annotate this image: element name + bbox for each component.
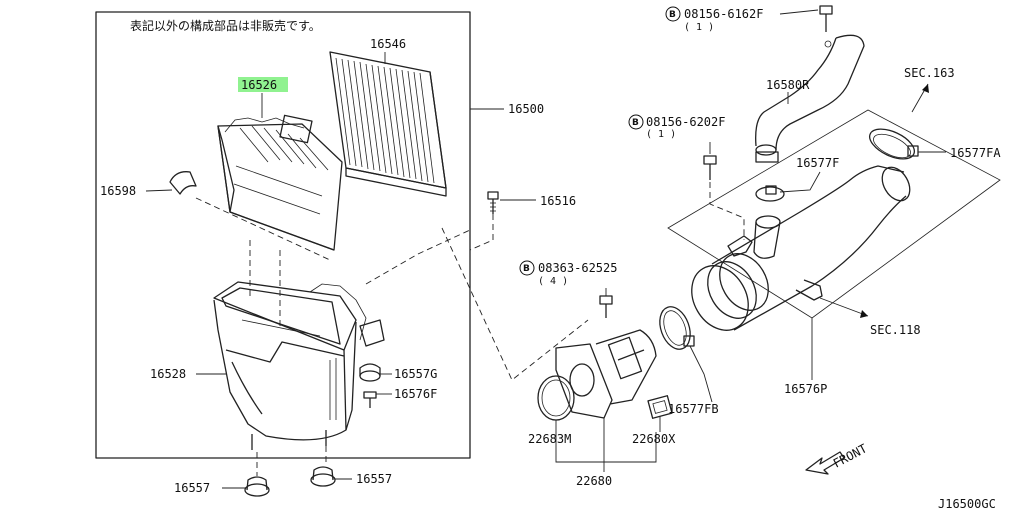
clamp-16577f[interactable] — [755, 185, 785, 202]
label-16516: 16516 — [540, 194, 576, 208]
label-22683m: 22683M — [528, 432, 571, 446]
label-22680: 22680 — [576, 474, 612, 488]
hose-16580r[interactable] — [755, 34, 865, 163]
grommet-16557-right[interactable] — [310, 466, 336, 487]
label-sec118: SEC.118 — [870, 323, 921, 337]
resonator-pipe[interactable] — [727, 215, 781, 259]
bolt-16576f[interactable] — [363, 391, 377, 408]
label-16577fa: 16577FA — [950, 146, 1001, 160]
svg-text:B: B — [632, 118, 639, 128]
label-08156-6202f: 08156-6202F — [646, 115, 725, 129]
highlight-16526 — [238, 77, 288, 92]
assembly-frame — [95, 11, 471, 459]
connector-22680x[interactable] — [647, 395, 673, 419]
drawing-code: J16500GC — [938, 497, 996, 511]
assembly-note: 表記以外の構成部品は非販売です。 — [130, 18, 321, 33]
bolt-08156-6162f[interactable] — [819, 5, 833, 48]
bolt-08156-6202f[interactable] — [703, 155, 717, 180]
label-16576p: 16576P — [784, 382, 827, 396]
bolt-symbol-2 — [628, 114, 644, 130]
label-16598: 16598 — [100, 184, 136, 198]
label-16557-right: 16557 — [356, 472, 392, 486]
grommet-16557g[interactable] — [359, 363, 381, 382]
air-cleaner-case[interactable] — [213, 281, 385, 450]
clamp-16577fa[interactable] — [865, 123, 919, 165]
label-16580r: 16580R — [766, 78, 810, 92]
label-16528: 16528 — [150, 367, 186, 381]
front-arrow — [805, 451, 845, 475]
label-16557-left: 16557 — [174, 481, 210, 495]
label-16526: 16526 — [241, 78, 277, 92]
filter-element[interactable] — [329, 51, 447, 197]
label-08363: 08363-62525 — [538, 261, 617, 275]
label-16577f: 16577F — [796, 156, 839, 170]
label-16546: 16546 — [370, 37, 406, 51]
bolt-symbol-3 — [519, 260, 535, 276]
label-16577fb: 16577FB — [668, 402, 719, 416]
label-22680x: 22680X — [632, 432, 676, 446]
label-sec163: SEC.163 — [904, 66, 955, 80]
label-16557g: 16557G — [394, 367, 437, 381]
label-16500: 16500 — [508, 102, 544, 116]
label-08156-6162f: 08156-6162F — [684, 7, 763, 21]
mass-air-flow-sensor[interactable] — [555, 329, 657, 419]
bolt-08363[interactable] — [599, 295, 613, 318]
air-duct-16576p[interactable] — [667, 109, 1001, 340]
clamp-16577fb[interactable] — [654, 303, 695, 354]
svg-text:B: B — [523, 264, 530, 274]
qty-08156-6162f: ( 1 ) — [684, 22, 714, 33]
svg-text:B: B — [669, 10, 676, 20]
qty-08363: ( 4 ) — [538, 276, 568, 287]
air-cleaner-cover[interactable] — [217, 114, 343, 251]
grommet-16557-left[interactable] — [244, 476, 270, 497]
label-front: FRONT — [831, 441, 869, 470]
bolt-symbol-1 — [665, 6, 681, 22]
gasket-22683m[interactable] — [537, 375, 575, 421]
label-16576f: 16576F — [394, 387, 437, 401]
clip-16598[interactable] — [169, 171, 197, 195]
bolt-16516[interactable] — [487, 191, 499, 214]
qty-08156-6202f: ( 1 ) — [646, 129, 676, 140]
